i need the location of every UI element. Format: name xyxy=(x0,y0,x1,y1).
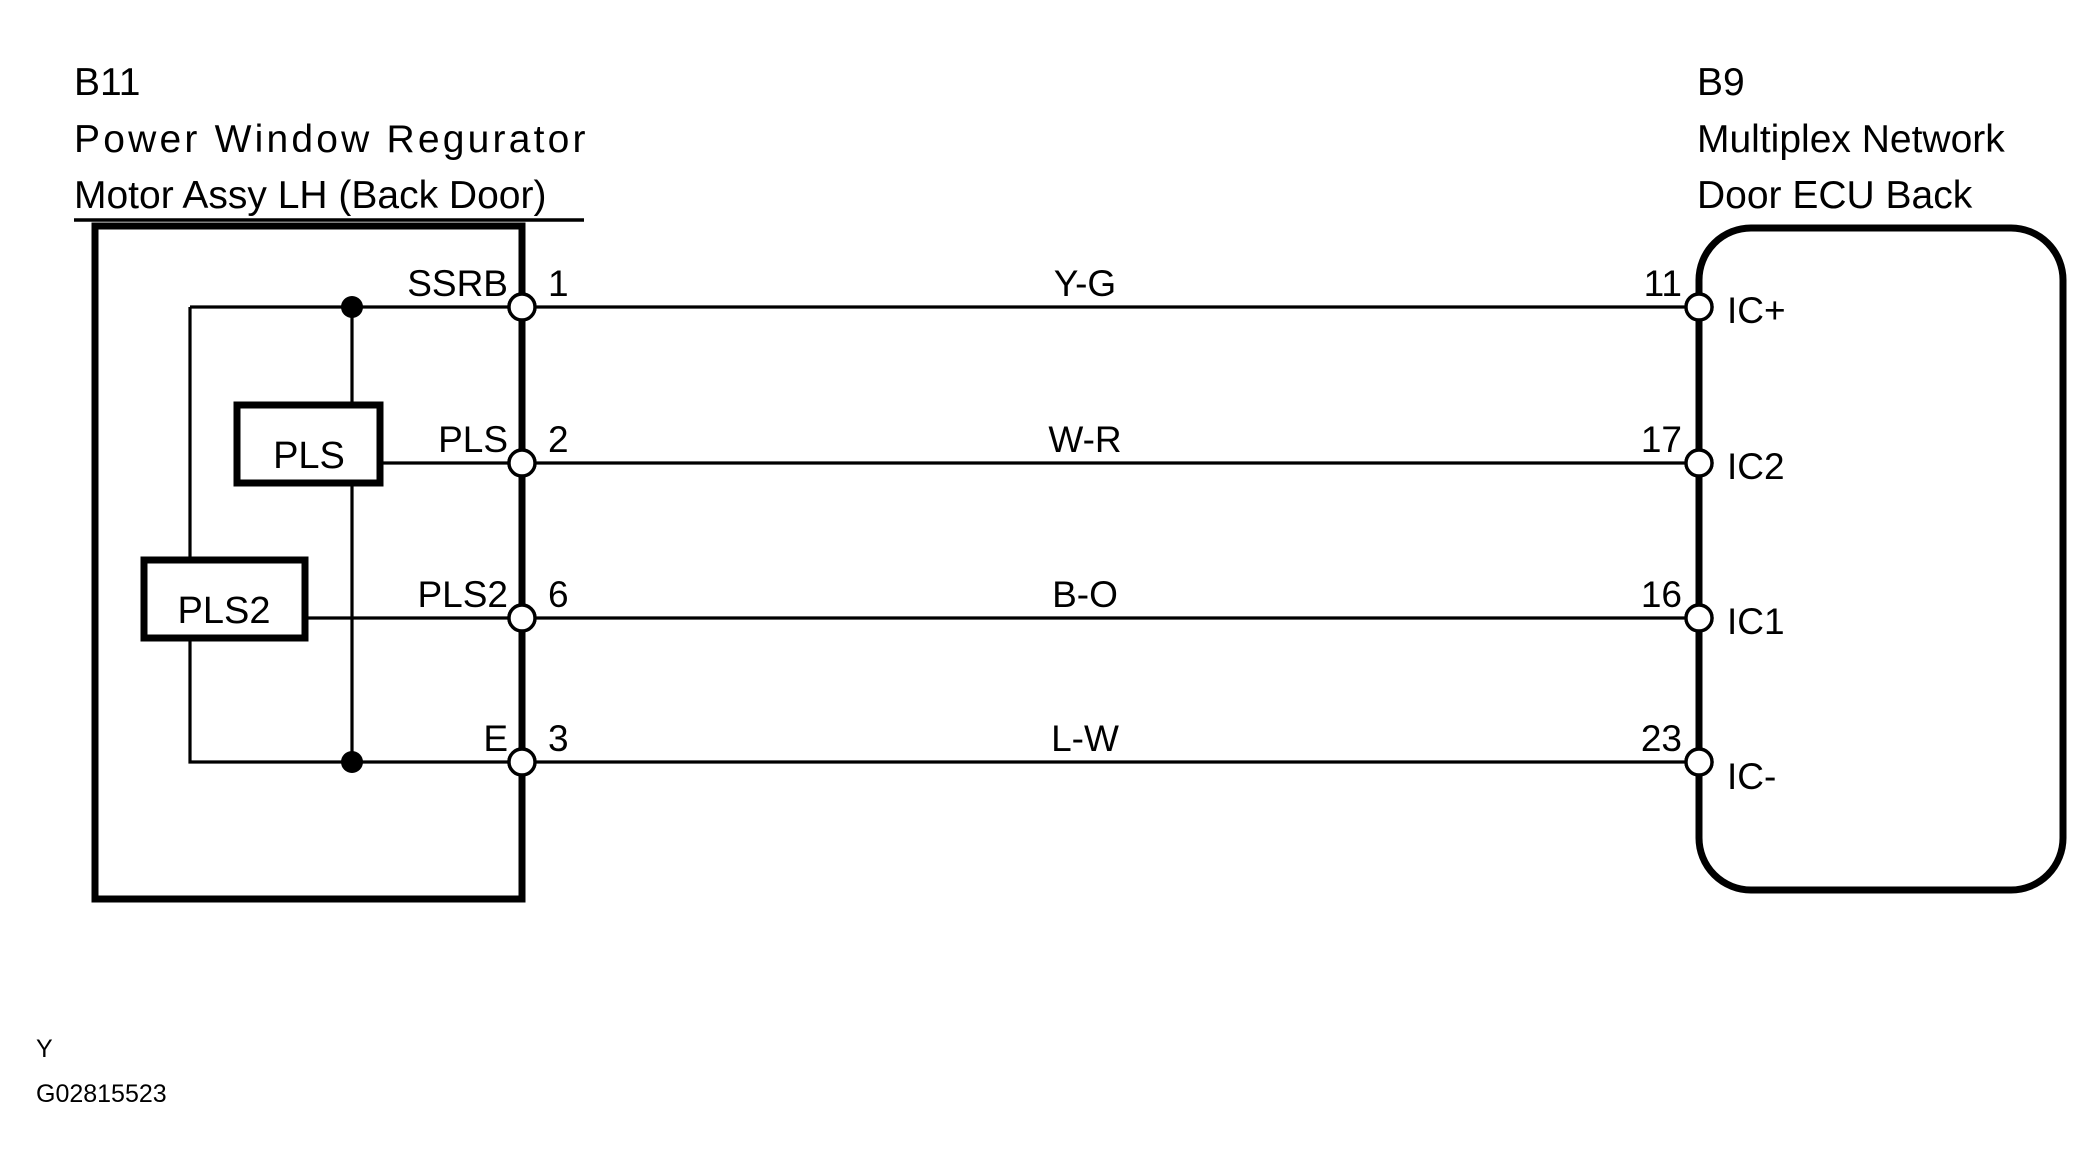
right-signal-label-1: IC+ xyxy=(1727,290,1786,331)
right-connector-heading: B9 Multiplex Network Door ECU Back xyxy=(1697,61,2005,217)
right-terminal-overlay xyxy=(1684,292,1714,777)
internal-block-pls2: PLS2 xyxy=(140,556,309,642)
pls-block-body xyxy=(233,401,384,487)
right-pin-number-2: 17 xyxy=(1641,419,1682,460)
wire-color-label-2: W-R xyxy=(1048,419,1121,460)
left-signal-label-4: E xyxy=(483,718,508,759)
left-signal-label-2: PLS xyxy=(438,419,508,460)
right-signal-label-4: IC- xyxy=(1727,756,1776,797)
harness-row-1: SSRB 1 Y-G 11 IC+ xyxy=(407,263,1785,331)
left-terminal-2-overlay[interactable] xyxy=(507,448,537,478)
left-signal-label-3: PLS2 xyxy=(417,574,508,615)
left-pin-number-2: 2 xyxy=(548,419,569,460)
left-connector-name-line1: Power Window Regurator xyxy=(74,118,589,161)
left-terminal-1-overlay[interactable] xyxy=(507,292,537,322)
internal-block-pls: PLS xyxy=(233,401,384,487)
left-terminal-overlay xyxy=(507,292,537,777)
right-terminal-17-overlay[interactable] xyxy=(1684,448,1714,478)
right-connector-code: B9 xyxy=(1697,61,1745,104)
left-terminal-3-overlay[interactable] xyxy=(507,747,537,777)
right-connector-name-line1: Multiplex Network xyxy=(1697,118,2005,161)
left-connector-code: B11 xyxy=(74,61,141,104)
right-connector-name-line2: Door ECU Back xyxy=(1697,174,1973,217)
footer-figure-id: G02815523 xyxy=(36,1080,167,1108)
left-pin-number-3: 6 xyxy=(548,574,569,615)
left-pin-number-4: 3 xyxy=(548,718,569,759)
right-pin-number-1: 11 xyxy=(1644,263,1682,304)
harness-row-4: E 3 L-W 23 IC- xyxy=(483,718,1776,797)
harness-row-2: PLS 2 W-R 17 IC2 xyxy=(438,419,1785,487)
wire-color-label-1: Y-G xyxy=(1054,263,1116,304)
pls-block-label: PLS xyxy=(273,435,345,477)
left-terminal-6-overlay[interactable] xyxy=(507,603,537,633)
footer-revision-mark: Y xyxy=(36,1035,53,1063)
right-terminal-16-overlay[interactable] xyxy=(1684,603,1714,633)
figure-footer: Y G02815523 xyxy=(36,1035,167,1108)
left-connector-shell xyxy=(91,222,526,903)
left-connector-name-line2: Motor Assy LH (Back Door) xyxy=(74,174,546,217)
left-internal-wiring: PLS PLS2 xyxy=(140,296,522,773)
right-signal-label-3: IC1 xyxy=(1727,601,1785,642)
internal-return-bus xyxy=(188,307,352,764)
left-signal-label-1: SSRB xyxy=(407,263,508,304)
left-pin-number-1: 1 xyxy=(548,263,569,304)
junction-dot-ssrb xyxy=(341,296,363,318)
harness-row-3: PLS2 6 B-O 16 IC1 xyxy=(417,574,1784,642)
right-terminal-11-overlay[interactable] xyxy=(1684,292,1714,322)
right-pin-number-3: 16 xyxy=(1641,574,1682,615)
pls2-block-label: PLS2 xyxy=(178,590,271,632)
wire-color-label-3: B-O xyxy=(1052,574,1118,615)
wire-color-label-4: L-W xyxy=(1051,718,1119,759)
right-signal-label-2: IC2 xyxy=(1727,446,1785,487)
right-terminal-23-overlay[interactable] xyxy=(1684,747,1714,777)
left-connector-heading: B11 Power Window Regurator Motor Assy LH… xyxy=(74,61,589,222)
pls2-block-body xyxy=(140,556,309,642)
junction-dot-e xyxy=(341,751,363,773)
right-pin-number-4: 23 xyxy=(1641,718,1682,759)
